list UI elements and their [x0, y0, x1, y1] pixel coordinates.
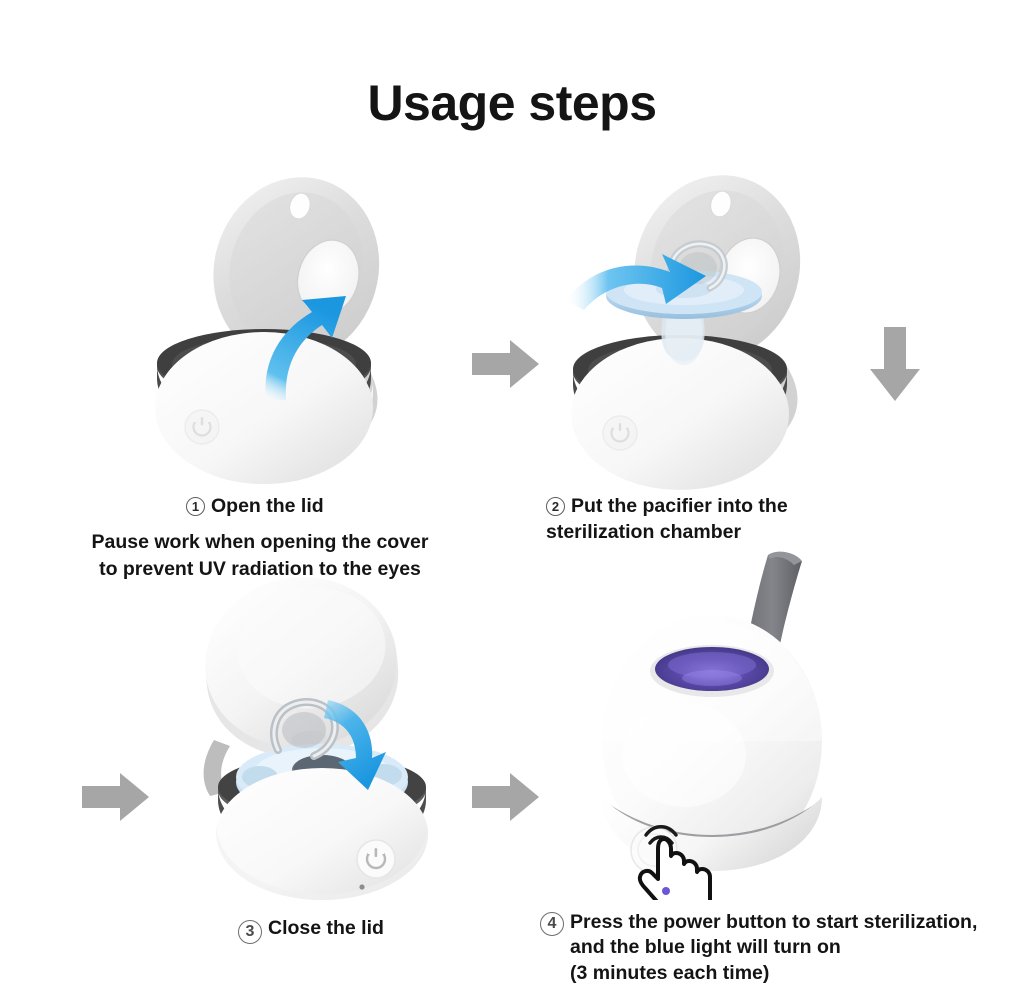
step-1-label: Open the lid	[211, 495, 324, 517]
step-2-caption: 2 Put the pacifier into the sterilization…	[546, 494, 966, 545]
step-4-caption: 4 Press the power button to start steril…	[540, 910, 977, 986]
step-4-number: 4	[540, 912, 564, 936]
step-4-label-line-2: and the blue light will turn on	[570, 936, 841, 959]
pacifier-insert-svg	[566, 175, 801, 490]
step-1-note-line-1: Pause work when opening the cover	[91, 531, 429, 553]
arrow-step3-to-step4	[470, 768, 542, 831]
step-4-label-line-1: Press the power button to start steriliz…	[570, 911, 978, 933]
step-1-illustration	[150, 150, 450, 495]
hand-cursor-icon	[637, 825, 712, 919]
step-3-illustration	[188, 572, 456, 902]
led-indicator-icon	[359, 884, 365, 890]
step-3-number: 3	[238, 920, 262, 944]
power-button-icon	[602, 415, 638, 451]
arrow-step2-to-step3	[866, 325, 924, 410]
step-1-note: Pause work when opening the cover to pre…	[0, 529, 520, 584]
arrow-step1-to-step2	[470, 335, 542, 398]
blue-open-arrow-icon	[265, 296, 346, 400]
step-2-number: 2	[546, 497, 565, 516]
power-button-icon	[184, 409, 220, 445]
arrow-into-step3	[80, 768, 152, 831]
step-3-caption: 3 Close the lid	[238, 916, 384, 944]
step-2-label-line-1: Put the pacifier into the	[571, 495, 788, 517]
step-2-label-line-2: sterilization chamber	[546, 520, 742, 543]
page-title: Usage steps	[367, 75, 657, 131]
led-dot-icon	[662, 887, 670, 895]
step-4-illustration	[580, 545, 865, 919]
step-3-label: Close the lid	[268, 917, 384, 939]
step-4-label-lines: Press the power button to start steriliz…	[570, 910, 977, 986]
sterilizer-uv-on-svg	[602, 551, 822, 919]
step-1-number: 1	[186, 497, 205, 516]
uv-light-window	[650, 645, 774, 697]
step-1-note-line-2: to prevent UV radiation to the eyes	[99, 558, 421, 581]
blue-close-arrow-icon	[324, 700, 386, 790]
step-2-illustration	[558, 150, 863, 495]
sterilizer-closing-svg	[203, 577, 428, 900]
step-4-label-line-3: (3 minutes each time)	[570, 961, 770, 984]
blue-insert-arrow-icon	[566, 254, 706, 310]
power-button-icon	[356, 839, 396, 879]
step-1-caption: 1 Open the lid	[186, 494, 324, 519]
sterilizer-lid-open-svg	[155, 177, 380, 484]
